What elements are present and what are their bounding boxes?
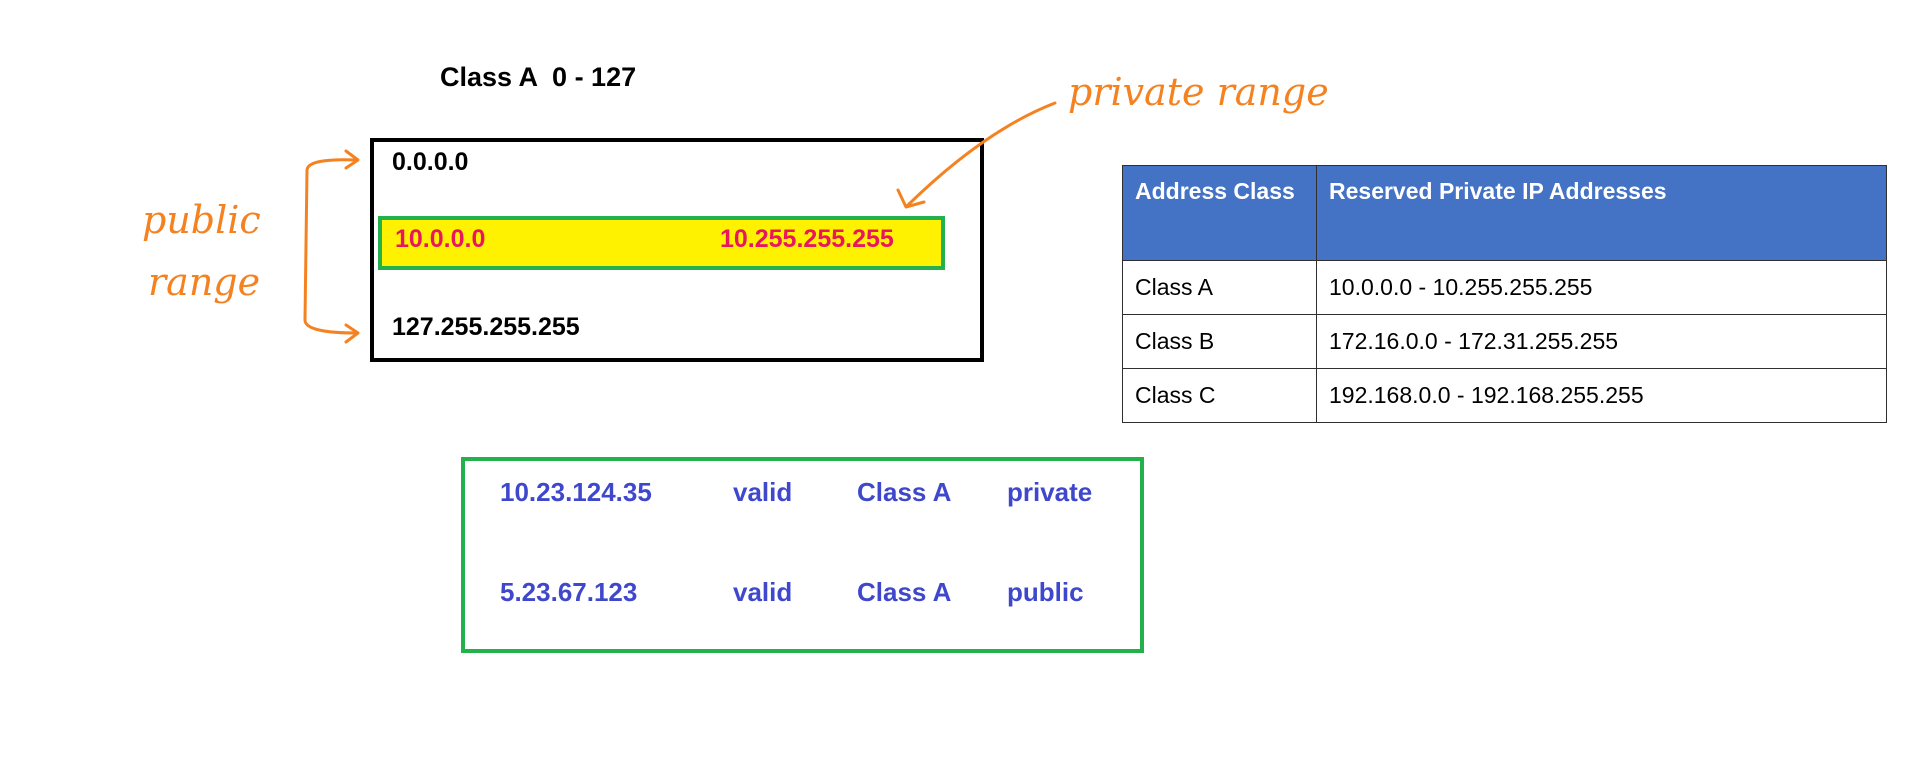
private-end-label: 10.255.255.255 xyxy=(720,225,894,253)
table-cell-range: 10.0.0.0 - 10.255.255.255 xyxy=(1316,260,1887,315)
table-cell-range: 192.168.0.0 - 192.168.255.255 xyxy=(1316,368,1887,423)
header-reserved-private: Reserved Private IP Addresses xyxy=(1316,165,1887,261)
example-validity: valid xyxy=(733,477,793,507)
example-validity: valid xyxy=(733,577,793,607)
private-ip-table: Address Class Reserved Private IP Addres… xyxy=(1122,165,1887,423)
table-row: Class C 192.168.0.0 - 192.168.255.255 xyxy=(1122,368,1887,423)
example-ip: 5.23.67.123 xyxy=(500,577,638,607)
header-address-class: Address Class xyxy=(1122,165,1317,261)
bracket-bottom-arrowhead-icon xyxy=(344,323,360,344)
bracket-top-arrowhead-icon xyxy=(344,149,360,170)
table-row: Class A 10.0.0.0 - 10.255.255.255 xyxy=(1122,260,1887,315)
example-scope: private xyxy=(1007,477,1093,507)
example-ip: 10.23.124.35 xyxy=(500,477,652,507)
public-annotation-line1: public xyxy=(142,198,261,242)
table-cell-class: Class B xyxy=(1122,314,1317,369)
private-start-label: 10.0.0.0 xyxy=(395,225,486,253)
public-range-bracket xyxy=(303,158,359,335)
table-header-row: Address Class Reserved Private IP Addres… xyxy=(1122,165,1887,261)
range-start-label: 0.0.0.0 xyxy=(392,148,469,176)
examples-box xyxy=(461,457,1144,653)
table-cell-class: Class C xyxy=(1122,368,1317,423)
example-class: Class A xyxy=(857,477,952,507)
range-end-label: 127.255.255.255 xyxy=(392,313,580,341)
class-a-range-box xyxy=(370,138,984,362)
public-annotation-line2: range xyxy=(148,260,261,304)
class-a-title: Class A 0 - 127 xyxy=(440,62,637,92)
private-range-highlight xyxy=(378,216,945,270)
table-row: Class B 172.16.0.0 - 172.31.255.255 xyxy=(1122,314,1887,369)
private-range-arrow xyxy=(906,101,1057,207)
table-cell-class: Class A xyxy=(1122,260,1317,315)
example-class: Class A xyxy=(857,577,952,607)
private-range-annotation: private range xyxy=(1068,70,1329,114)
table-cell-range: 172.16.0.0 - 172.31.255.255 xyxy=(1316,314,1887,369)
example-scope: public xyxy=(1007,577,1084,607)
private-arrowhead-icon xyxy=(896,188,926,209)
